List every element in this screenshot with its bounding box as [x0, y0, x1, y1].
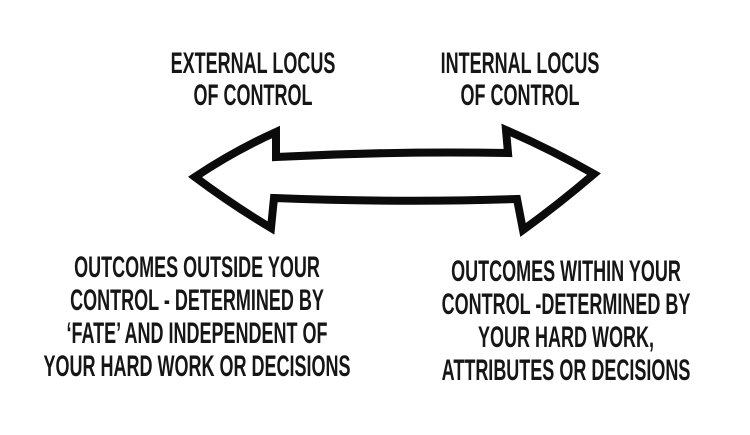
external-locus-heading: EXTERNAL LOCUS OF CONTROL — [170, 47, 336, 112]
internal-locus-heading: INTERNAL LOCUS OF CONTROL — [440, 47, 600, 112]
double-headed-arrow-icon — [182, 116, 606, 240]
internal-locus-description: OUTCOMES WITHIN YOUR CONTROL -DETERMINED… — [441, 255, 691, 387]
external-locus-description: OUTCOMES OUTSIDE YOUR CONTROL - DETERMIN… — [43, 251, 351, 383]
